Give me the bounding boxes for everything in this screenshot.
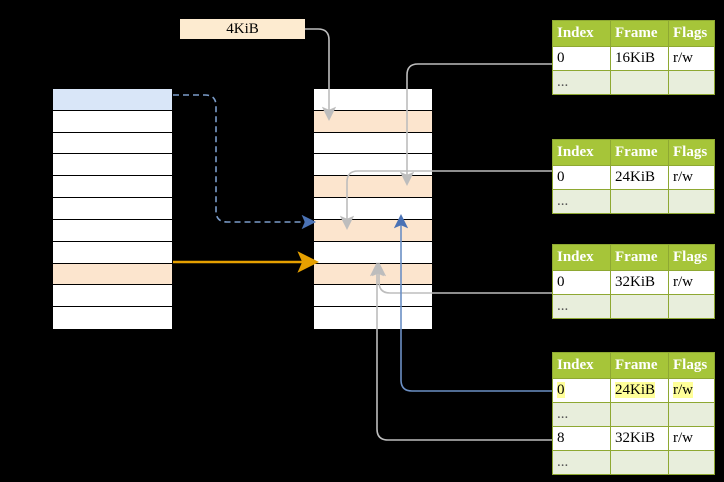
cell-frame (610, 189, 669, 214)
column-header-frame: Frame (610, 139, 669, 166)
column-header-flags: Flags (668, 20, 715, 47)
cell-frame (610, 70, 669, 95)
virtual-page-row-6 (53, 219, 172, 242)
table-row: ... (552, 402, 715, 427)
column-header-frame: Frame (610, 352, 669, 379)
cell-frame: 24KiB (610, 378, 669, 403)
cell-index: 0 (552, 165, 611, 190)
table-row: 0 24KiB r/w (552, 378, 715, 403)
cell-flags (668, 189, 715, 214)
virtual-page-row-7 (53, 241, 172, 264)
virtual-page-row-9 (53, 285, 172, 308)
physical-frame-row-7 (314, 241, 432, 264)
cell-frame: 32KiB (610, 426, 669, 451)
cell-index: ... (552, 70, 611, 95)
physical-frame-row-6 (314, 219, 432, 242)
column-header-flags: Flags (668, 244, 715, 271)
cell-flags: r/w (668, 378, 715, 403)
link-vpage-to-frame-dashed (173, 94, 316, 230)
cell-flags (668, 402, 715, 427)
highlighted-value: 0 (557, 382, 565, 398)
virtual-page-row-0 (53, 89, 172, 111)
virtual-page-row-4 (53, 176, 172, 199)
column-header-index: Index (552, 139, 611, 166)
page-size-label: 4KiB (180, 19, 305, 39)
column-header-index: Index (552, 244, 611, 271)
cell-index: 8 (552, 426, 611, 451)
column-header-flags: Flags (668, 139, 715, 166)
table-row: ... (552, 70, 715, 95)
physical-frame-row-4 (314, 176, 432, 199)
cell-index: ... (552, 450, 611, 475)
cell-frame: 16KiB (610, 46, 669, 71)
virtual-page-row-8 (53, 263, 172, 286)
table-row: ... (552, 450, 715, 475)
virtual-page-row-5 (53, 198, 172, 220)
virtual-page-row-3 (53, 154, 172, 177)
column-header-index: Index (552, 20, 611, 47)
cell-index: 0 (552, 378, 611, 403)
virtual-address-space-stack (52, 88, 173, 330)
cell-flags: r/w (668, 426, 715, 451)
cell-index: 0 (552, 270, 611, 295)
cell-frame (610, 402, 669, 427)
cell-flags (668, 294, 715, 319)
cell-flags: r/w (668, 270, 715, 295)
highlighted-value: r/w (673, 382, 693, 398)
physical-frame-row-9 (314, 285, 432, 308)
virtual-page-row-10 (53, 307, 172, 329)
cell-flags (668, 70, 715, 95)
physical-memory-stack (313, 88, 433, 330)
column-header-frame: Frame (610, 20, 669, 47)
table-row: ... (552, 189, 715, 214)
cell-index: 0 (552, 46, 611, 71)
physical-frame-row-5 (314, 198, 432, 220)
cell-frame: 32KiB (610, 270, 669, 295)
cell-index: ... (552, 402, 611, 427)
table-row: ... (552, 294, 715, 319)
cell-frame (610, 294, 669, 319)
physical-frame-row-8 (314, 263, 432, 286)
physical-frame-row-3 (314, 154, 432, 177)
virtual-page-row-2 (53, 132, 172, 155)
cell-index: ... (552, 294, 611, 319)
column-header-index: Index (552, 352, 611, 379)
cell-frame (610, 450, 669, 475)
cell-frame: 24KiB (610, 165, 669, 190)
cell-flags (668, 450, 715, 475)
cell-index: ... (552, 189, 611, 214)
physical-frame-row-0 (314, 89, 432, 111)
virtual-page-row-1 (53, 110, 172, 133)
physical-frame-row-1 (314, 110, 432, 133)
column-header-flags: Flags (668, 352, 715, 379)
column-header-frame: Frame (610, 244, 669, 271)
physical-frame-row-10 (314, 307, 432, 329)
highlighted-value: 24KiB (615, 382, 656, 398)
cell-flags: r/w (668, 46, 715, 71)
physical-frame-row-2 (314, 132, 432, 155)
cell-flags: r/w (668, 165, 715, 190)
